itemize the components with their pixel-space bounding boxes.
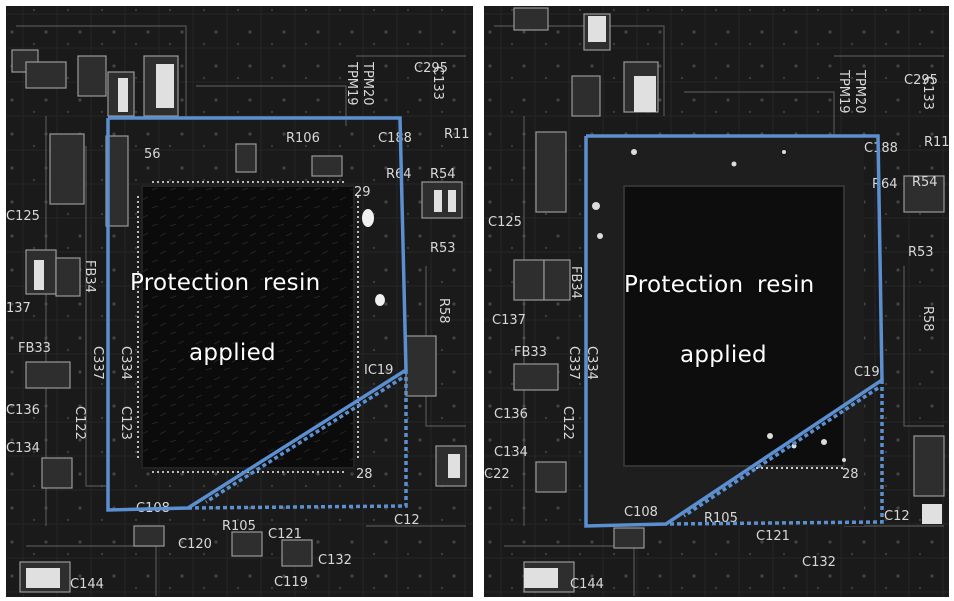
caption-line2-before: applied xyxy=(189,340,276,366)
svg-text:C122: C122 xyxy=(72,406,87,440)
svg-text:C120: C120 xyxy=(178,537,212,552)
svg-text:C334: C334 xyxy=(584,346,599,380)
svg-text:R105: R105 xyxy=(222,519,256,534)
svg-text:28: 28 xyxy=(842,467,859,482)
svg-text:R105: R105 xyxy=(704,511,738,526)
svg-text:R11: R11 xyxy=(924,135,949,150)
svg-text:TPM20: TPM20 xyxy=(360,61,375,106)
svg-text:R58: R58 xyxy=(436,298,451,324)
svg-text:56: 56 xyxy=(144,147,161,162)
svg-text:28: 28 xyxy=(356,467,373,482)
svg-text:C119: C119 xyxy=(274,575,308,590)
svg-text:C133: C133 xyxy=(430,66,445,100)
svg-text:FB33: FB33 xyxy=(514,345,547,360)
caption-line1-after: Protection resin xyxy=(624,272,815,298)
photo-panel-after: C295 C188 R11 R64 R54 C125 R53 C137 FB33… xyxy=(484,6,949,597)
svg-text:FB34: FB34 xyxy=(568,266,583,299)
svg-text:C12: C12 xyxy=(884,509,910,524)
svg-text:C133: C133 xyxy=(920,76,935,110)
svg-text:FB33: FB33 xyxy=(18,341,51,356)
svg-text:C188: C188 xyxy=(378,131,412,146)
svg-text:C121: C121 xyxy=(756,529,790,544)
svg-text:R53: R53 xyxy=(430,241,456,256)
svg-text:C132: C132 xyxy=(318,553,352,568)
svg-text:R11: R11 xyxy=(444,127,470,142)
svg-text:C295: C295 xyxy=(414,61,448,76)
svg-text:C22: C22 xyxy=(484,467,510,482)
svg-text:C144: C144 xyxy=(70,577,104,592)
svg-text:C134: C134 xyxy=(6,441,40,456)
svg-text:C144: C144 xyxy=(570,577,604,592)
photo-panel-before: C295 R106 C188 R11 56 R64 R54 C125 R53 1… xyxy=(6,6,473,597)
svg-text:C334: C334 xyxy=(118,346,133,380)
svg-text:29: 29 xyxy=(354,185,371,200)
svg-text:TPM19: TPM19 xyxy=(836,69,851,114)
pcb-photo-after: C295 C188 R11 R64 R54 C125 R53 C137 FB33… xyxy=(484,6,949,597)
svg-text:R64: R64 xyxy=(872,177,898,192)
svg-text:R54: R54 xyxy=(912,175,938,190)
svg-text:C12: C12 xyxy=(394,513,420,528)
svg-text:C295: C295 xyxy=(904,73,938,88)
svg-text:C132: C132 xyxy=(802,555,836,570)
svg-text:R106: R106 xyxy=(286,131,320,146)
svg-text:C136: C136 xyxy=(6,403,40,418)
svg-text:C122: C122 xyxy=(560,406,575,440)
svg-text:R58: R58 xyxy=(920,306,935,332)
svg-text:C188: C188 xyxy=(864,141,898,156)
svg-text:C19: C19 xyxy=(854,365,880,380)
pcb-photo-before: C295 R106 C188 R11 56 R64 R54 C125 R53 1… xyxy=(6,6,473,597)
svg-text:C125: C125 xyxy=(488,215,522,230)
caption-line1-before: Protection resin xyxy=(130,270,321,296)
svg-text:C337: C337 xyxy=(566,346,581,380)
svg-text:C123: C123 xyxy=(118,406,133,440)
caption-line2-after: applied xyxy=(680,342,767,368)
svg-text:137: 137 xyxy=(6,301,31,316)
svg-text:R53: R53 xyxy=(908,245,934,260)
svg-text:C137: C137 xyxy=(492,313,526,328)
svg-text:C134: C134 xyxy=(494,445,528,460)
svg-text:C121: C121 xyxy=(268,527,302,542)
svg-text:R54: R54 xyxy=(430,167,456,182)
svg-text:TPM20: TPM20 xyxy=(852,69,867,114)
svg-text:IC19: IC19 xyxy=(364,363,393,378)
svg-text:TPM19: TPM19 xyxy=(344,61,359,106)
svg-text:C108: C108 xyxy=(136,501,170,516)
svg-text:R64: R64 xyxy=(386,167,412,182)
svg-text:C108: C108 xyxy=(624,505,658,520)
svg-text:FB34: FB34 xyxy=(82,260,97,293)
svg-text:C125: C125 xyxy=(6,209,40,224)
svg-text:C136: C136 xyxy=(494,407,528,422)
svg-text:C337: C337 xyxy=(90,346,105,380)
